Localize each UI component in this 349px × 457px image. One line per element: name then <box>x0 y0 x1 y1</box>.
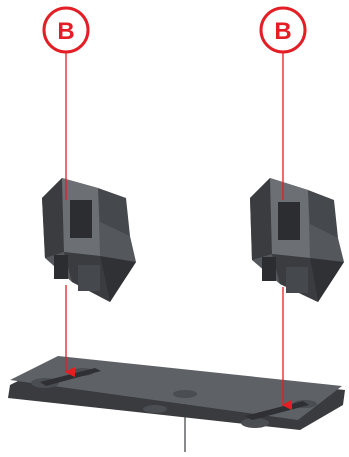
callout-right-label: B <box>274 18 291 45</box>
base-plate <box>8 356 345 452</box>
callout-right: B <box>259 6 307 411</box>
callout-left-circle <box>42 6 90 54</box>
bracket-left <box>42 178 136 302</box>
plate-hole-center-2 <box>143 405 167 413</box>
plate-rail-right <box>245 401 309 420</box>
plate-hole-center <box>173 390 197 398</box>
plate-hole-right <box>241 418 269 428</box>
callout-left: B <box>42 6 90 378</box>
callout-left-label: B <box>57 18 74 45</box>
bracket-right <box>250 178 344 302</box>
callout-right-circle <box>259 6 307 54</box>
